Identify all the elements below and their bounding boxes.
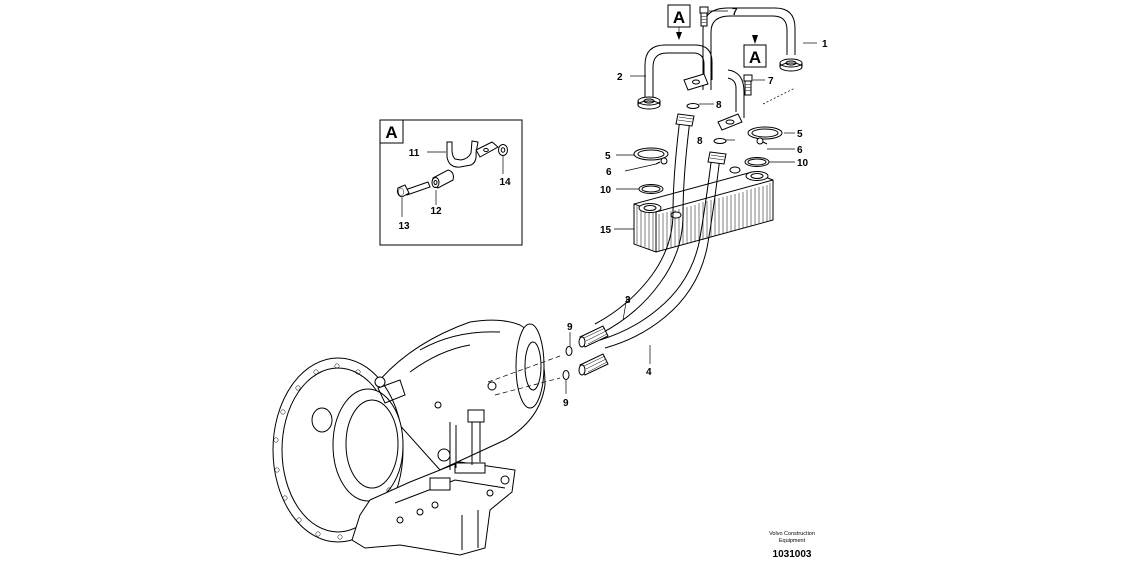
callout-9-upper: 9 — [567, 322, 573, 333]
section-box-top-2 — [743, 44, 767, 68]
callout-5-left: 5 — [605, 151, 611, 162]
callout-10-left: 10 — [600, 185, 612, 196]
pipe-2 — [637, 44, 745, 131]
section-marks: A A — [667, 4, 767, 68]
callout-6-right: 6 — [797, 145, 803, 156]
oil-pan — [351, 461, 516, 556]
centerline-upper — [487, 355, 561, 383]
clamp-part — [446, 140, 499, 168]
inset-section-label: A — [385, 123, 397, 142]
callout-7-lower: 7 — [768, 76, 774, 87]
footer-brand-line-2: Equipment — [779, 538, 806, 544]
footer-brand-line-1: Volvo Construction — [769, 531, 815, 537]
callout-11: 11 — [409, 148, 420, 159]
inset-frame — [379, 119, 523, 246]
callout-8-upper: 8 — [716, 100, 722, 111]
callout-10-right: 10 — [797, 158, 809, 169]
oring-10-left — [638, 184, 664, 194]
bolt-7-lower — [743, 74, 753, 96]
oil-cooler — [633, 166, 774, 253]
inset-detail-a: A 11 12 13 14 — [379, 119, 523, 246]
screw-6-right — [756, 137, 768, 145]
oring-8-lower — [713, 138, 727, 144]
oring-8-upper — [686, 103, 700, 109]
washer-part — [498, 144, 508, 156]
oring-9-lower — [562, 370, 570, 380]
seal-ring-5-right — [747, 126, 783, 140]
oring-9-upper — [565, 346, 573, 356]
drawing-reference-number: 1031003 — [773, 549, 812, 560]
spacer-part — [431, 169, 454, 189]
inset-section-box — [379, 119, 404, 144]
callout-7-upper: 7 — [732, 7, 738, 18]
callout-6-left: 6 — [606, 167, 612, 178]
bolt-7-upper — [699, 6, 709, 27]
pipe-flange — [683, 73, 709, 91]
callout-12: 12 — [430, 206, 442, 217]
hose-fitting-4 — [578, 353, 609, 376]
hose-4 — [599, 151, 727, 349]
footer: Volvo Construction Equipment 1031003 — [769, 531, 815, 560]
hose-fitting-3 — [578, 325, 609, 348]
section-arrow-1 — [676, 32, 682, 40]
seal-ring-5-left — [633, 147, 669, 161]
callouts: 1 2 3 4 5 5 6 6 7 7 8 8 9 9 10 10 15 — [563, 7, 828, 409]
callout-8-lower: 8 — [697, 136, 703, 147]
inspection-hole — [311, 407, 333, 433]
transmission-housing — [272, 319, 546, 556]
callout-3: 3 — [625, 295, 631, 306]
callout-1: 1 — [822, 39, 828, 50]
callout-4: 4 — [646, 367, 652, 378]
callout-15: 15 — [600, 225, 612, 236]
dashed-link — [762, 87, 796, 105]
callout-5-right: 5 — [797, 129, 803, 140]
section-label-top-2: A — [749, 48, 761, 67]
callout-2: 2 — [617, 72, 623, 83]
callout-9-lower: 9 — [563, 398, 569, 409]
section-arrow-2 — [752, 35, 758, 44]
centerline-lower — [494, 377, 561, 396]
section-label-top-1: A — [673, 8, 685, 27]
callout-14: 14 — [499, 177, 511, 188]
leader-lines — [565, 10, 817, 394]
hose-3 — [594, 113, 695, 335]
screw-6-left — [655, 157, 668, 165]
oring-10-right — [744, 157, 770, 167]
bolt-part — [397, 181, 431, 198]
callout-13: 13 — [398, 221, 410, 232]
